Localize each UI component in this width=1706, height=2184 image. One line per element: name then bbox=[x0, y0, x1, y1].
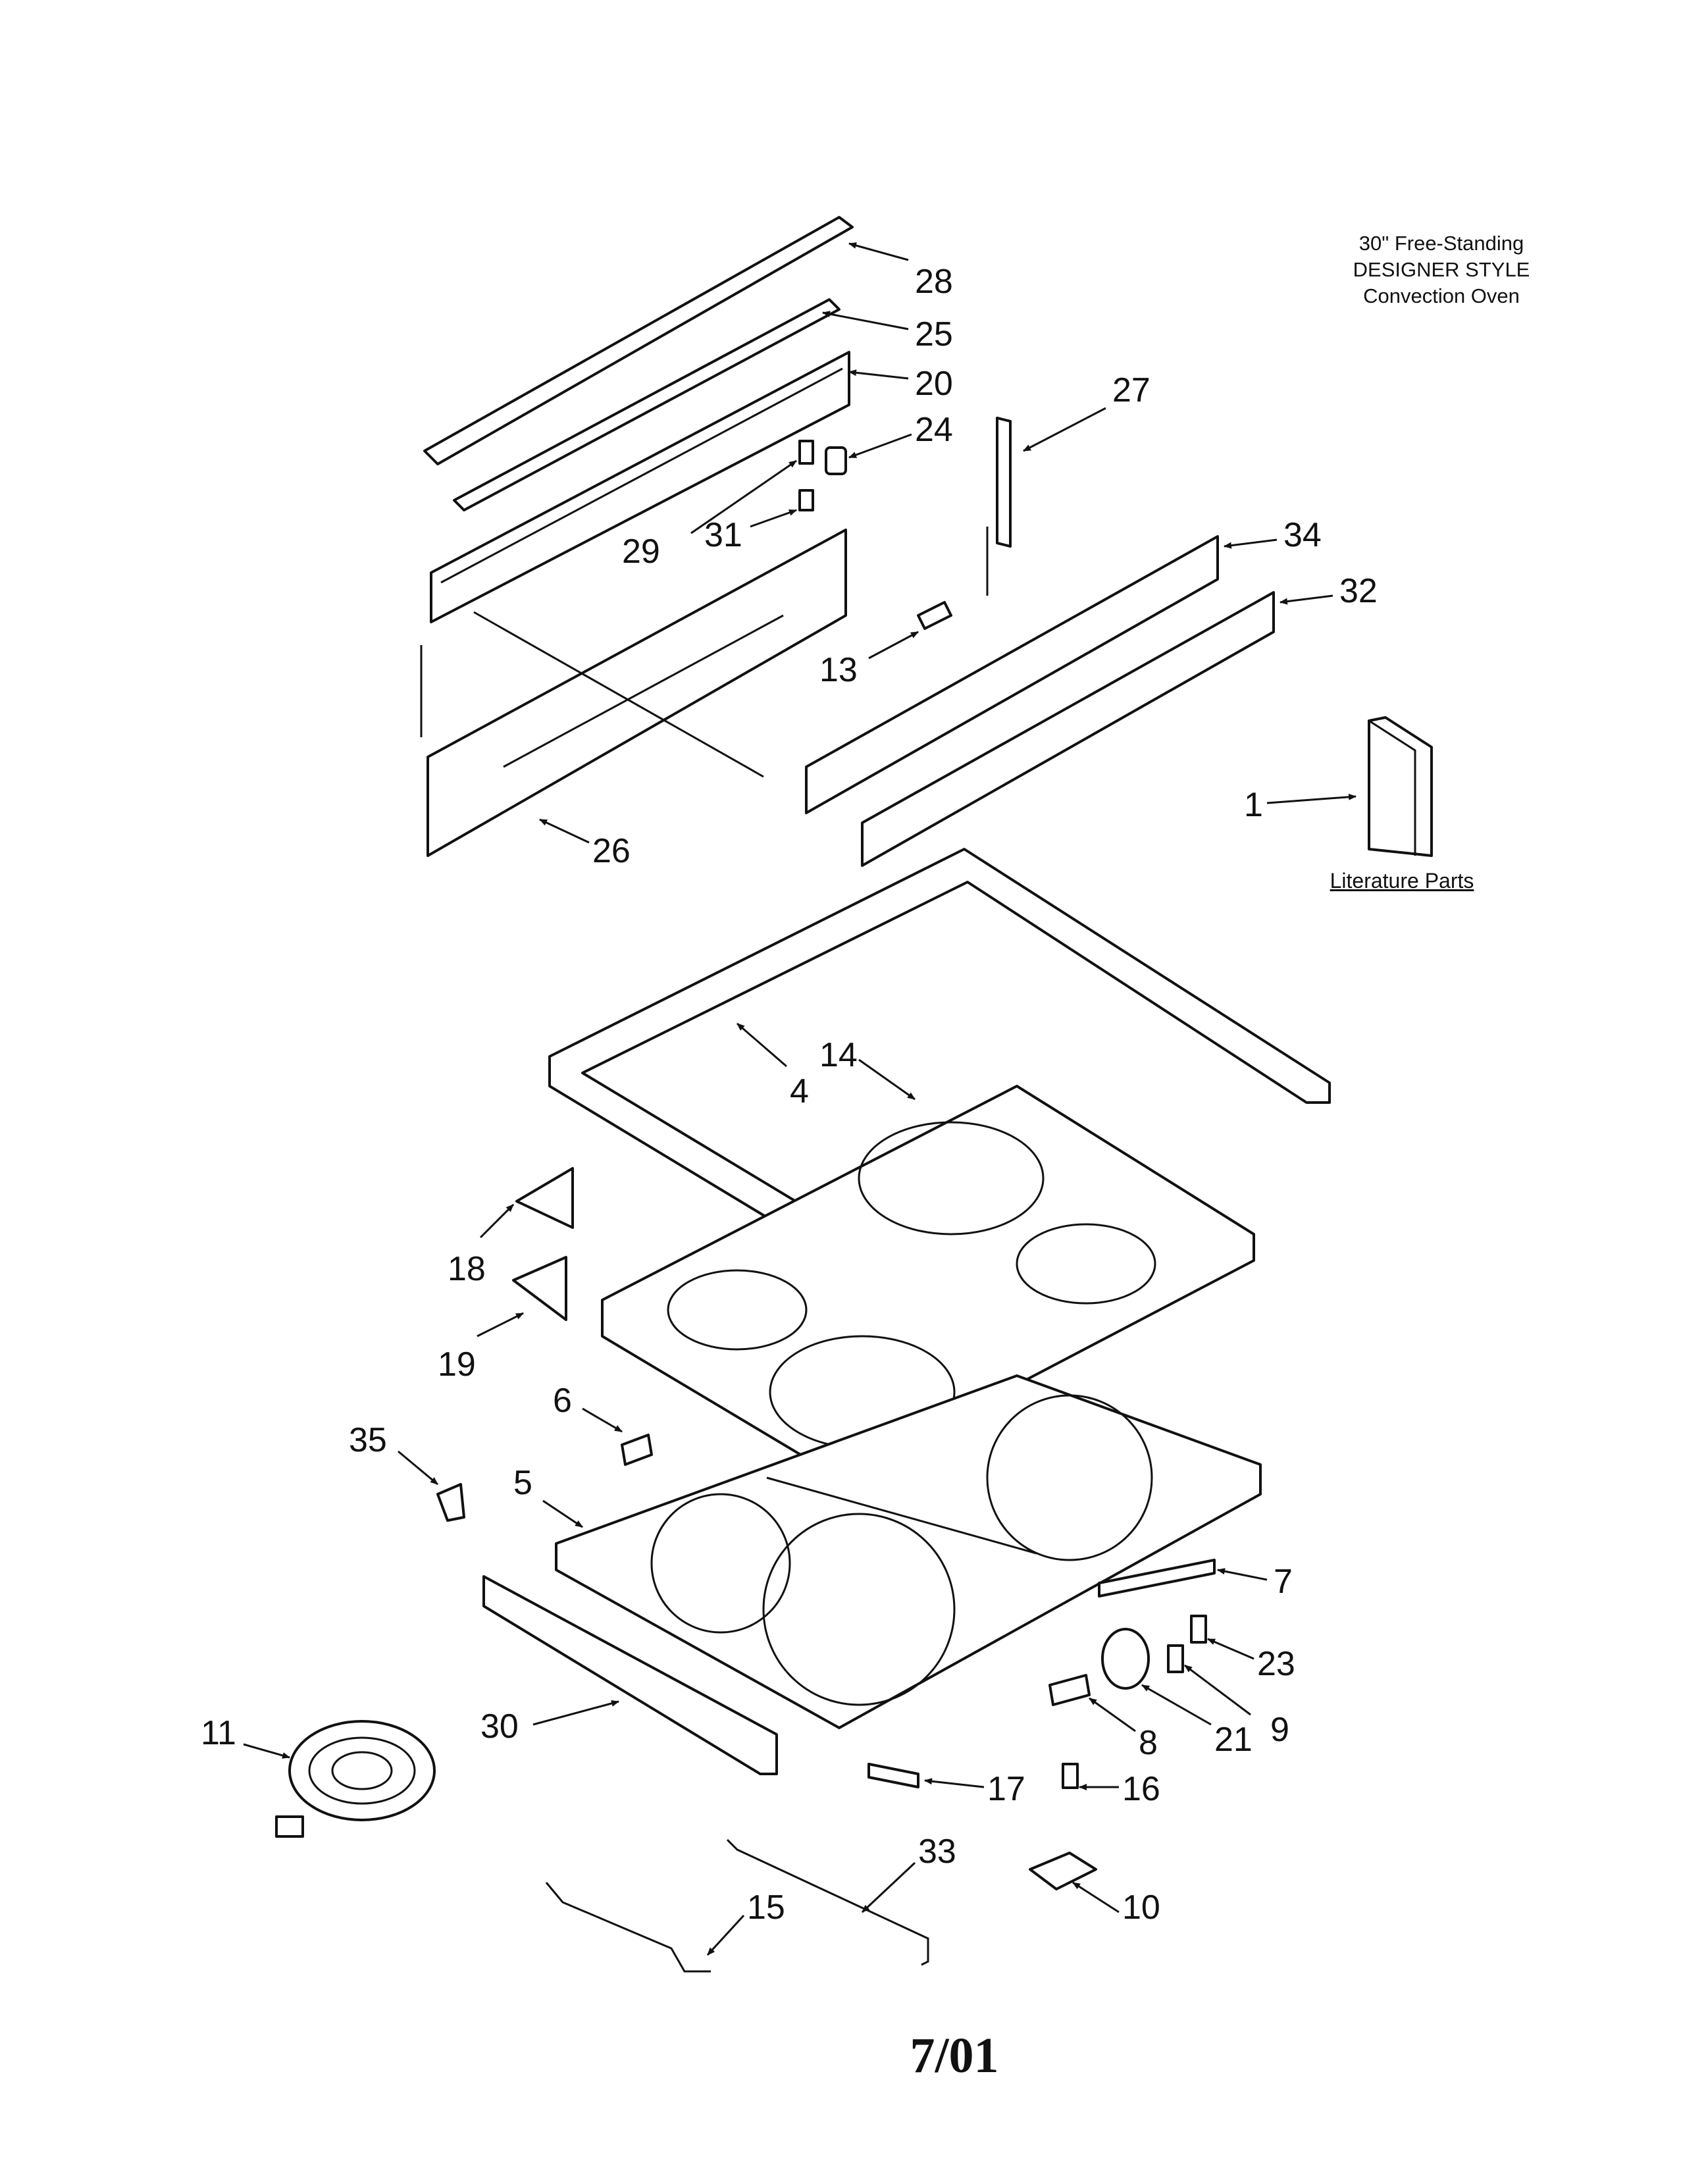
part-5-main-top bbox=[555, 1374, 1262, 1729]
callout-27: 27 bbox=[1112, 371, 1150, 409]
callout-leaders bbox=[243, 242, 1357, 1956]
callout-21: 21 bbox=[1214, 1721, 1253, 1759]
callout-5: 5 bbox=[513, 1464, 532, 1502]
callout-34: 34 bbox=[1283, 516, 1322, 554]
callout-26: 26 bbox=[592, 832, 631, 870]
part-18-19-triangle-trims bbox=[512, 1167, 574, 1321]
callout-32: 32 bbox=[1339, 572, 1378, 610]
callout-labels: 28 25 20 24 27 29 31 34 32 13 26 1 4 14 … bbox=[201, 263, 1378, 1927]
callout-13: 13 bbox=[819, 651, 858, 689]
part-26-rear-panel bbox=[420, 529, 847, 857]
part-32-overlay bbox=[861, 591, 1275, 867]
hardware-small-parts bbox=[867, 1615, 1207, 1789]
callout-8: 8 bbox=[1139, 1724, 1158, 1762]
footer-date-code: 7/01 bbox=[910, 2028, 999, 2083]
part-33-15-wires bbox=[545, 1838, 929, 1973]
part-27-bracket bbox=[986, 417, 1012, 596]
part-20-channel bbox=[430, 351, 850, 623]
model-title-line-2: DESIGNER STYLE bbox=[1353, 258, 1530, 281]
model-title-line-1: 30" Free-Standing bbox=[1358, 232, 1524, 255]
part-29-31-hardware bbox=[798, 440, 814, 511]
callout-19: 19 bbox=[438, 1345, 476, 1384]
part-13-screw bbox=[917, 601, 952, 630]
callout-9: 9 bbox=[1270, 1711, 1289, 1749]
callout-25: 25 bbox=[915, 315, 953, 353]
callout-28: 28 bbox=[915, 263, 953, 301]
part-34-overlay bbox=[805, 535, 1219, 814]
callout-16: 16 bbox=[1122, 1770, 1160, 1808]
part-28-top-trim bbox=[423, 216, 854, 465]
part-25-rod bbox=[453, 298, 840, 511]
callout-7: 7 bbox=[1274, 1563, 1293, 1601]
part-11-radiant-element bbox=[275, 1720, 436, 1838]
callout-23: 23 bbox=[1257, 1645, 1295, 1683]
callout-20: 20 bbox=[915, 365, 953, 403]
model-title-line-3: Convection Oven bbox=[1363, 284, 1520, 307]
callout-29: 29 bbox=[622, 533, 660, 571]
callout-17: 17 bbox=[987, 1770, 1025, 1808]
callout-1: 1 bbox=[1244, 786, 1263, 824]
callout-6: 6 bbox=[553, 1382, 572, 1420]
part-6-35-clips bbox=[436, 1434, 653, 1522]
part-10-switch-block bbox=[1029, 1852, 1097, 1890]
callout-35: 35 bbox=[349, 1421, 387, 1459]
part-1-literature-booklet bbox=[1368, 716, 1433, 857]
part-7-bracket bbox=[1098, 1559, 1216, 1598]
literature-parts-label: Literature Parts bbox=[1330, 869, 1474, 893]
callout-33: 33 bbox=[918, 1833, 956, 1871]
callout-11: 11 bbox=[201, 1714, 236, 1752]
callout-4: 4 bbox=[790, 1072, 809, 1110]
callout-31: 31 bbox=[704, 516, 742, 554]
callout-10: 10 bbox=[1122, 1888, 1160, 1927]
part-30-front-trim bbox=[482, 1575, 778, 1775]
callout-18: 18 bbox=[448, 1250, 486, 1288]
callout-24: 24 bbox=[915, 411, 953, 449]
callout-14: 14 bbox=[819, 1036, 858, 1074]
model-title-block: 30" Free-Standing DESIGNER STYLE Convect… bbox=[1300, 230, 1583, 309]
part-14-glass-cooktop bbox=[601, 1085, 1255, 1479]
callout-15: 15 bbox=[747, 1888, 785, 1927]
callout-30: 30 bbox=[480, 1707, 519, 1746]
part-24-clip bbox=[825, 446, 847, 475]
